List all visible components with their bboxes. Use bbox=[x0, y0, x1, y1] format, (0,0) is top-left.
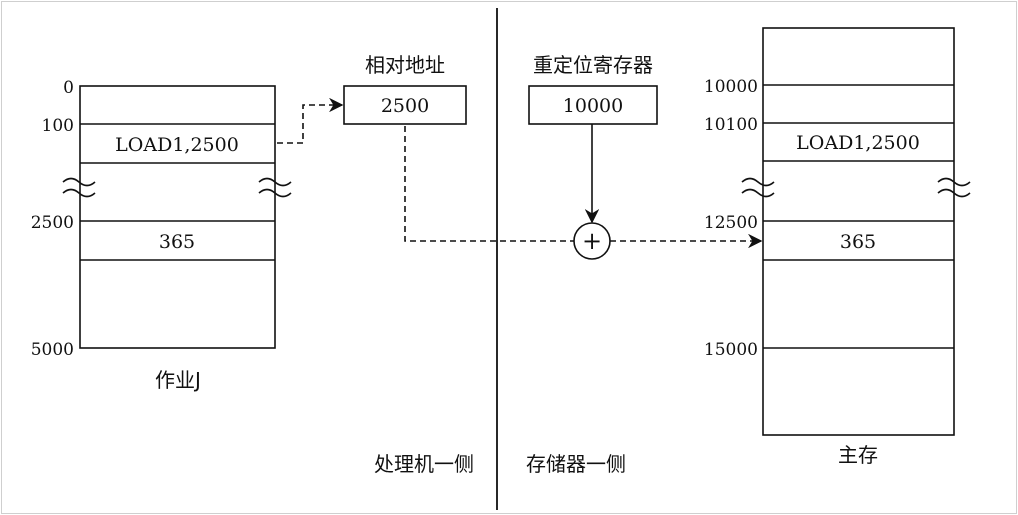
job-address-100: 100 bbox=[42, 116, 74, 136]
relative-address-label: 相对地址 bbox=[365, 53, 445, 77]
job-break-mark-right bbox=[258, 177, 292, 198]
relocation-register-value: 10000 bbox=[563, 95, 623, 117]
job-address-5000: 5000 bbox=[31, 340, 74, 360]
job-break-mark-left bbox=[62, 177, 96, 198]
memory-address-12500: 12500 bbox=[704, 213, 758, 233]
relative-address-box bbox=[343, 85, 467, 125]
relative-to-adder-line bbox=[404, 126, 574, 242]
main-memory-block: LOAD1,2500 365 10000 10100 12500 15000 主… bbox=[704, 27, 971, 467]
relocation-register-box bbox=[528, 85, 658, 125]
processor-side-label: 处理机一侧 bbox=[374, 452, 474, 476]
relocation-register: 重定位寄存器 10000 bbox=[528, 53, 658, 125]
main-memory-caption: 主存 bbox=[838, 443, 878, 467]
job-address-0: 0 bbox=[63, 78, 74, 98]
memory-break-mark-left bbox=[741, 177, 775, 198]
job-memory-block: LOAD1,2500 365 0 100 2500 5000 作业J bbox=[31, 78, 292, 392]
memory-break-mark-right bbox=[937, 177, 971, 198]
memory-side-label: 存储器一侧 bbox=[526, 452, 626, 476]
relocation-register-label: 重定位寄存器 bbox=[533, 53, 653, 77]
job-instruction: LOAD1,2500 bbox=[115, 134, 239, 156]
memory-data-value: 365 bbox=[840, 231, 876, 253]
memory-address-10100: 10100 bbox=[704, 115, 758, 135]
relative-address-value: 2500 bbox=[381, 95, 429, 117]
job-data-value: 365 bbox=[159, 231, 195, 253]
job-address-2500: 2500 bbox=[31, 213, 74, 233]
adder-symbol: + bbox=[582, 227, 602, 255]
memory-address-15000: 15000 bbox=[704, 340, 758, 360]
adder: + bbox=[573, 222, 611, 260]
memory-instruction: LOAD1,2500 bbox=[796, 132, 920, 154]
main-memory-outline bbox=[762, 27, 955, 436]
job-outline bbox=[79, 85, 276, 349]
job-caption: 作业J bbox=[155, 368, 201, 392]
memory-address-10000: 10000 bbox=[704, 77, 758, 97]
relative-address-register: 相对地址 2500 bbox=[343, 53, 467, 125]
instruction-to-relative-arrow bbox=[277, 97, 344, 144]
